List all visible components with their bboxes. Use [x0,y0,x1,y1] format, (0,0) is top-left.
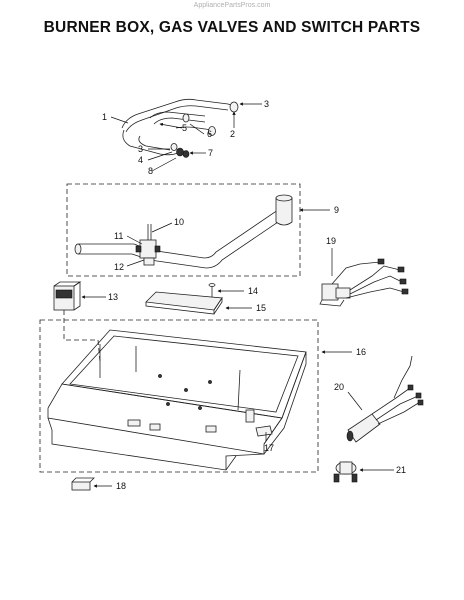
callout-15: 15 [256,303,266,313]
callout-8: 8 [148,166,153,176]
callout-16: 16 [356,347,366,357]
igniter [333,461,358,483]
burner-tube-group-outline [66,183,301,277]
bottom-tab [255,425,273,437]
small-clip [71,477,95,491]
callout-5: 5 [182,123,187,133]
callout-13: 13 [108,292,118,302]
callout-leaders [81,102,394,488]
manifold-tube-assembly [121,98,239,158]
burner-tube-assembly [74,194,293,269]
burner-box [47,329,307,471]
mounting-bracket [145,291,223,315]
valve-with-wiring [319,258,409,307]
callout-6: 6 [207,129,212,139]
callout-3-top: 3 [264,99,269,109]
callout-19: 19 [326,236,336,246]
callout-11: 11 [114,231,123,241]
callout-4: 4 [138,155,143,165]
callout-3-left: 3 [138,144,143,154]
switch-box [53,281,101,363]
callout-17: 17 [264,443,274,453]
callout-1: 1 [102,112,107,122]
callout-20: 20 [334,382,344,392]
callout-12: 12 [114,262,124,272]
callout-labels: 1 2 3 3 4 5 6 7 8 9 10 11 12 13 14 15 16… [102,99,406,491]
callout-7: 7 [208,148,213,158]
page-title: BURNER BOX, GAS VALVES AND SWITCH PARTS [43,19,421,36]
callout-2: 2 [230,129,235,139]
callout-18: 18 [116,481,126,491]
mounting-screw [208,283,216,298]
callout-21: 21 [396,465,406,475]
watermark: AppliancePartsPros.com [193,2,271,9]
burner-box-group-outline [39,319,319,473]
igniter-harness [346,355,424,443]
callout-9: 9 [334,205,339,215]
callout-10: 10 [174,217,184,227]
callout-14: 14 [248,286,258,296]
